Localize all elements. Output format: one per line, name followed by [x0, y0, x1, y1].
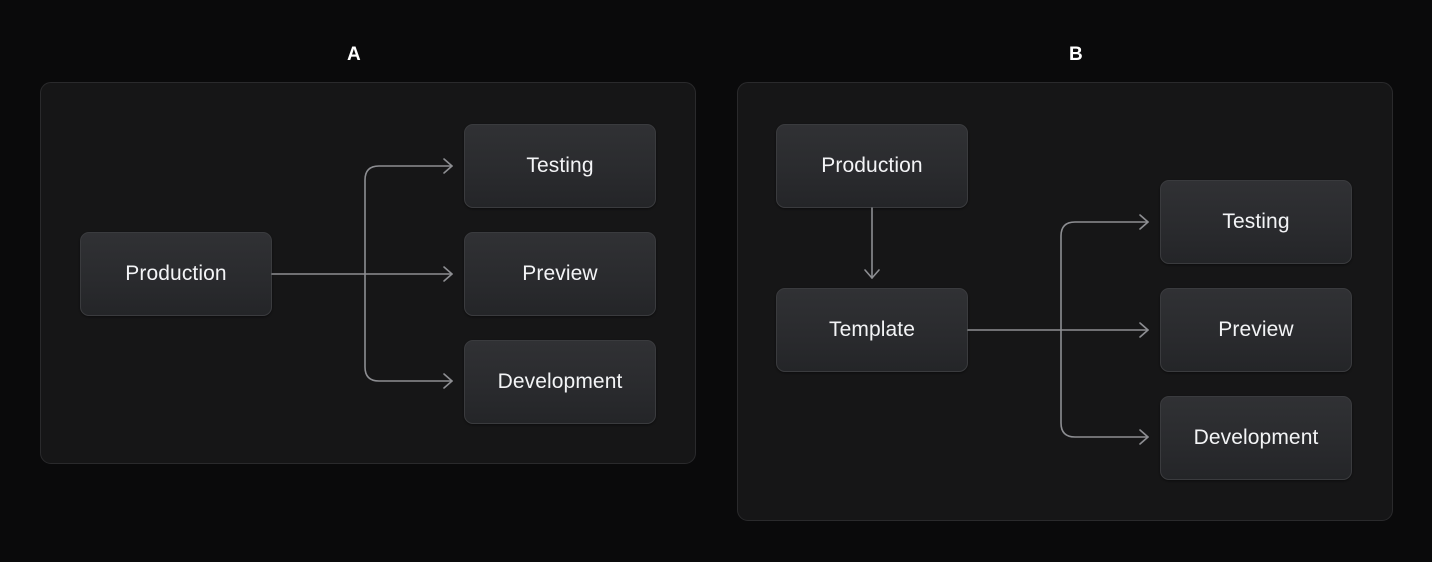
node-a-development[interactable]: Development	[464, 340, 656, 424]
node-b-preview[interactable]: Preview	[1160, 288, 1352, 372]
node-a-testing[interactable]: Testing	[464, 124, 656, 208]
node-a-production[interactable]: Production	[80, 232, 272, 316]
panel-label-b: B	[1068, 44, 1084, 65]
panel-label-a: A	[346, 44, 362, 65]
node-b-development[interactable]: Development	[1160, 396, 1352, 480]
node-b-template[interactable]: Template	[776, 288, 968, 372]
node-b-production[interactable]: Production	[776, 124, 968, 208]
node-b-testing[interactable]: Testing	[1160, 180, 1352, 264]
node-a-preview[interactable]: Preview	[464, 232, 656, 316]
